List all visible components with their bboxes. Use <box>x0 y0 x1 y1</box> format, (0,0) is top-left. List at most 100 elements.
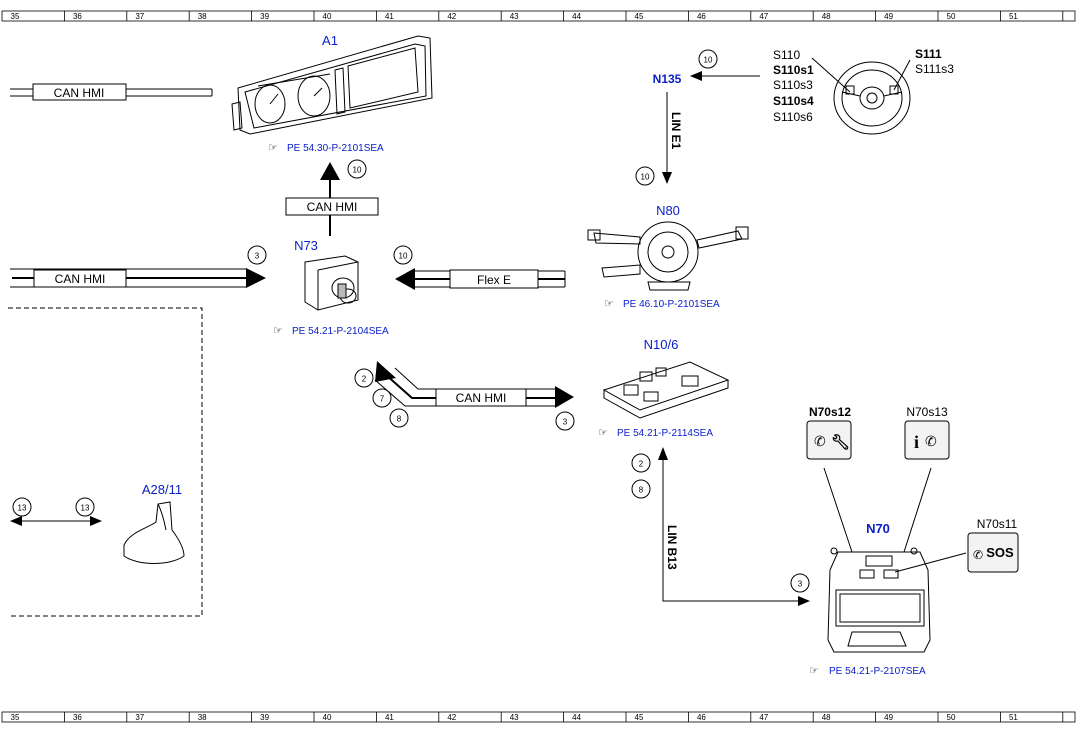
n80-ref[interactable]: ☞ PE 46.10-P-2101SEA <box>604 298 720 310</box>
lin-e1-label: LIN E1 <box>669 112 683 150</box>
ruler-bottom-number: 51 <box>1009 713 1018 722</box>
n10-6-ref-label: PE 54.21-P-2114SEA <box>617 428 713 439</box>
info-icon: i <box>914 432 919 452</box>
ruler-top-number: 38 <box>198 12 207 21</box>
n73-label: N73 <box>294 238 318 253</box>
n70s12-label: N70s12 <box>809 405 851 419</box>
svg-text:S111s3: S111s3 <box>915 62 954 76</box>
ruler-bottom-number: 50 <box>947 713 956 722</box>
document-ref-icon: ☞ <box>273 325 283 337</box>
steering-wheel[interactable]: S110 S110s1 S110s3 S110s4 S110s6 S111 S1… <box>773 47 954 135</box>
svg-text:S111: S111 <box>915 47 942 61</box>
ruler-bottom-number: 45 <box>635 713 644 722</box>
svg-text:13: 13 <box>18 504 27 513</box>
ruler-top-number: 46 <box>697 12 706 21</box>
signal-badge-n10-6-in: 3 <box>555 411 575 431</box>
n73-ref-label: PE 54.21-P-2104SEA <box>292 326 389 337</box>
svg-text:2: 2 <box>362 375 367 384</box>
ruler-top-number: 51 <box>1009 12 1018 21</box>
ruler-bottom-number: 44 <box>572 713 581 722</box>
ruler-top-number: 45 <box>635 12 644 21</box>
svg-text:10: 10 <box>704 56 713 65</box>
ruler-top-number: 39 <box>260 12 269 21</box>
can-hmi-bus-n73 <box>10 268 266 288</box>
ruler-bottom-number: 47 <box>759 713 768 722</box>
lin-b13-line <box>658 447 810 606</box>
ruler-top-number: 36 <box>73 12 82 21</box>
wrench-icon: 🔧︎ <box>831 433 850 451</box>
ruler-bottom-number: 37 <box>135 713 144 722</box>
document-ref-icon: ☞ <box>598 427 608 439</box>
ruler-bottom-number: 38 <box>198 713 207 722</box>
signal-badges-lin-b13: 2 8 <box>631 453 651 499</box>
ruler-top-number: 35 <box>11 12 20 21</box>
svg-text:S110s3: S110s3 <box>773 78 813 92</box>
n80-steering-column-module[interactable]: N80 ☞ PE 46.10-P-2101SEA <box>587 203 749 310</box>
ignition-switch-image <box>304 255 359 311</box>
svg-text:3: 3 <box>255 252 260 261</box>
document-ref-icon: ☞ <box>268 142 278 154</box>
phone-icon: ✆ <box>925 433 937 449</box>
signal-badges-n10-6-back: 2 7 8 <box>354 368 409 428</box>
phone-icon: ✆ <box>814 433 826 449</box>
n70-ref[interactable]: ☞ PE 54.21-P-2107SEA <box>809 665 926 677</box>
a28-11-label: A28/11 <box>142 482 182 497</box>
svg-text:2: 2 <box>639 460 644 469</box>
instrument-cluster-image <box>231 35 433 135</box>
n70-image <box>823 467 967 653</box>
signal-badges-a28: 13 13 <box>12 497 95 517</box>
svg-text:13: 13 <box>81 504 90 513</box>
a1-instrument-cluster[interactable]: A1 ☞ PE 54.30-P-2101SEA <box>231 33 433 154</box>
signal-badge-n80: 10 <box>635 166 655 186</box>
signal-badge-n135: 10 <box>698 49 718 69</box>
a28-bidirectional-arrow <box>10 516 102 526</box>
a28-11-antenna[interactable]: A28/11 <box>123 482 185 564</box>
a1-ref[interactable]: ☞ PE 54.30-P-2101SEA <box>268 142 384 154</box>
n10-6-image <box>602 361 730 419</box>
svg-text:8: 8 <box>397 415 402 424</box>
phone-icon: ✆ <box>973 548 983 562</box>
a1-ref-label: PE 54.30-P-2101SEA <box>287 143 384 154</box>
ruler-top-number: 43 <box>510 12 519 21</box>
signal-badge-a1: 10 <box>347 159 367 179</box>
svg-text:7: 7 <box>380 395 385 404</box>
ruler-bottom-number: 35 <box>11 713 20 722</box>
ruler-bottom-number: 43 <box>510 713 519 722</box>
steering-left-labels: S110 S110s1 S110s3 S110s4 S110s6 <box>773 48 814 124</box>
ruler-top-number: 37 <box>135 12 144 21</box>
svg-text:8: 8 <box>639 486 644 495</box>
n70s12-button[interactable]: N70s12 ✆ 🔧︎ <box>806 405 852 460</box>
ruler-top-number: 49 <box>884 12 893 21</box>
ruler-bottom-number: 48 <box>822 713 831 722</box>
n10-6-ref[interactable]: ☞ PE 54.21-P-2114SEA <box>598 427 713 439</box>
n73-ignition-switch[interactable]: N73 ☞ PE 54.21-P-2104SEA <box>273 238 389 337</box>
ruler-top-frame <box>1 10 1076 22</box>
n135-label[interactable]: N135 <box>653 72 682 86</box>
svg-text:S110s6: S110s6 <box>773 110 813 124</box>
ruler-bottom-number: 39 <box>260 713 269 722</box>
n80-ref-label: PE 46.10-P-2101SEA <box>623 299 720 310</box>
ruler-bottom-number: 40 <box>323 713 332 722</box>
n80-label: N80 <box>656 203 680 218</box>
n70s11-button[interactable]: N70s11 ✆ SOS <box>967 517 1019 573</box>
svg-text:3: 3 <box>563 418 568 427</box>
flex-e-label: Flex E <box>477 273 511 287</box>
n70s11-label: N70s11 <box>977 517 1018 531</box>
n10-6-module[interactable]: N10/6 ☞ PE 54.21-P-2114SEA <box>598 337 730 439</box>
ruler-top-number: 42 <box>447 12 456 21</box>
document-ref-icon: ☞ <box>809 665 819 677</box>
n70-overhead-panel[interactable]: N70 ☞ PE 54.21-P-2107SEA <box>809 467 967 677</box>
n70s13-button[interactable]: N70s13 i ✆ <box>904 405 950 460</box>
can-hmi-label-a1: CAN HMI <box>54 86 105 100</box>
svg-text:10: 10 <box>399 252 408 261</box>
a1-label: A1 <box>322 33 338 48</box>
can-hmi-label-n73: CAN HMI <box>55 272 106 286</box>
ruler-top-number: 50 <box>947 12 956 21</box>
n73-ref[interactable]: ☞ PE 54.21-P-2104SEA <box>273 325 389 337</box>
ruler-top-number: 48 <box>822 12 831 21</box>
signal-badge-flex-e: 10 <box>393 245 413 265</box>
can-hmi-bus-a1 <box>10 83 213 101</box>
ruler-bottom-number: 36 <box>73 713 82 722</box>
